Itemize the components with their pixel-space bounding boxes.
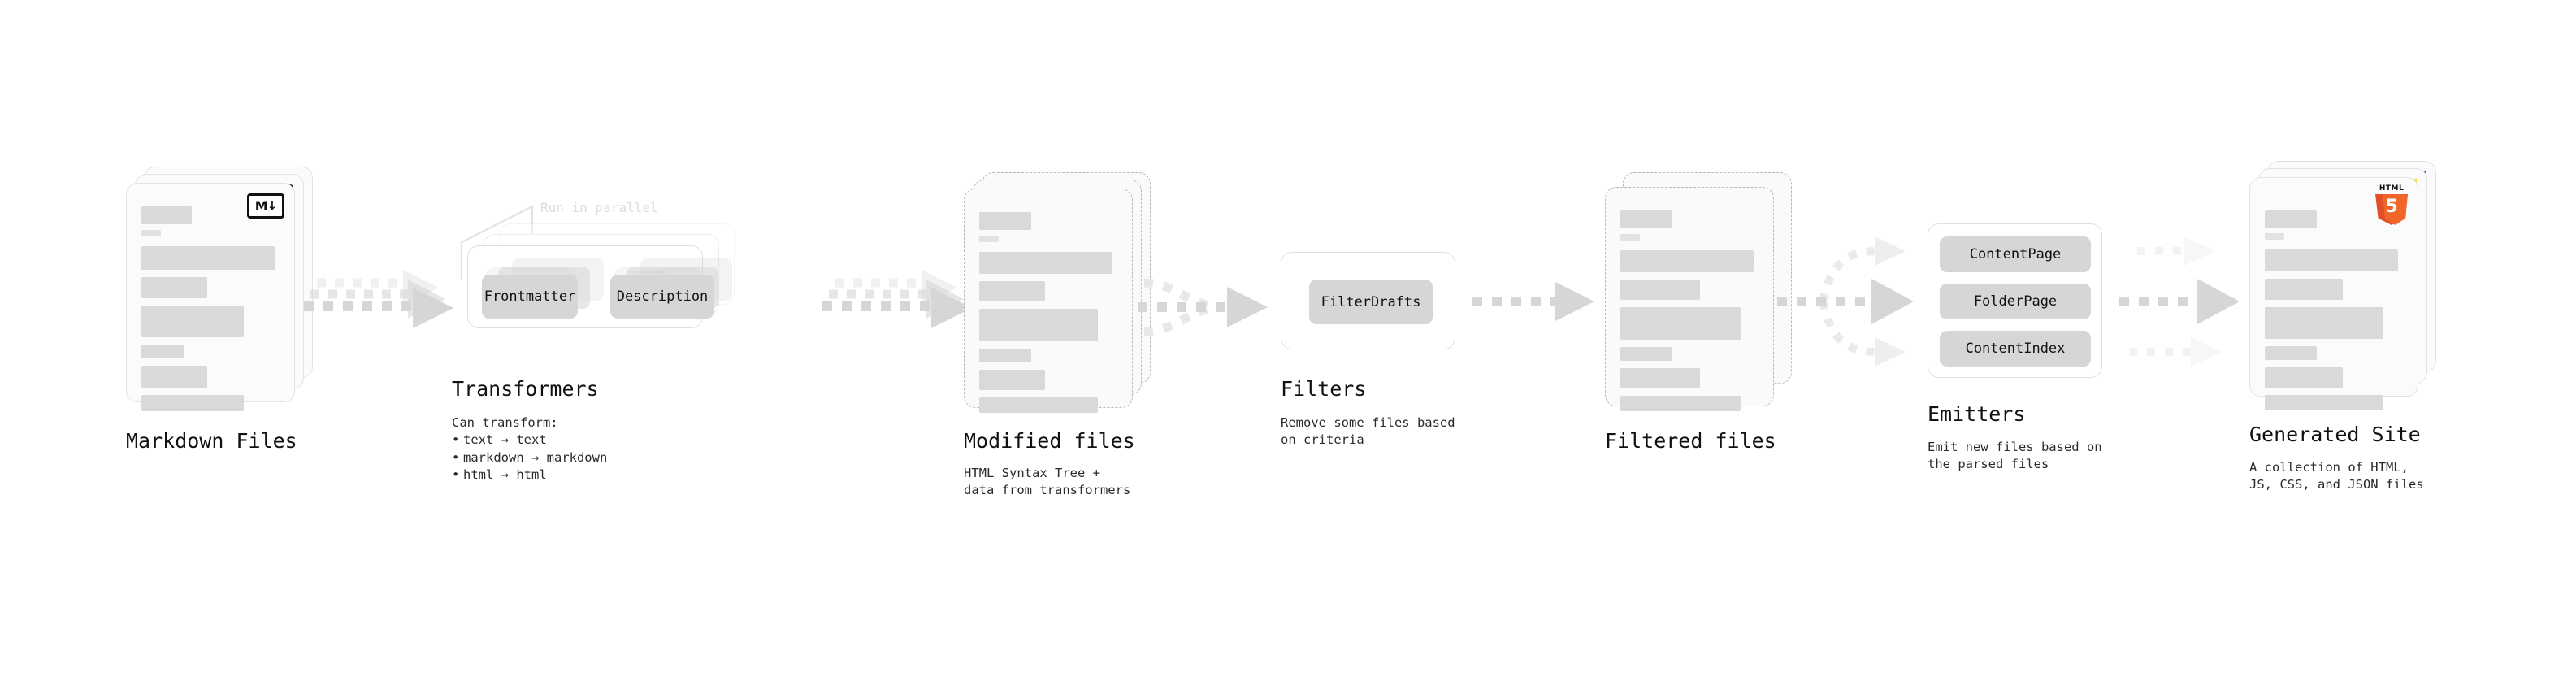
filtered-card-stack [1605,172,1792,416]
markdown-content-lines [141,206,281,411]
markdown-badge-arrow: ↓ [267,198,278,213]
arrow-filtered-to-emitters [1777,236,1914,367]
caption-generated-site: A collection of HTML, JS, CSS, and JSON … [2249,460,2424,492]
emitter-chip-contentpage-label: ContentPage [1969,246,2062,262]
label-emitters: Emitters [1928,402,2026,426]
emitter-chip-folderpage-label: FolderPage [1973,293,2058,310]
emitter-chip-contentpage[interactable]: ContentPage [1940,236,2091,272]
label-generated-site: Generated Site [2249,423,2421,446]
stage-modified-files [964,172,1151,416]
filter-chip-filterdrafts[interactable]: FilterDrafts [1309,280,1433,324]
emitter-chip-folderpage[interactable]: FolderPage [1940,284,2091,319]
caption-filters: Remove some files based on criteria [1281,415,1455,448]
emitter-chip-contentindex[interactable]: ContentIndex [1940,331,2091,367]
emitters-box: ContentPage FolderPage ContentIndex [1928,223,2102,378]
generated-content-lines [2265,210,2405,410]
arrow-markdown-to-transformers [304,270,453,328]
modified-card-front [964,189,1133,413]
stage-generated-site: CSS HTML 5 [2249,161,2436,410]
caption-emitters: Emit new files based on the parsed files [1928,440,2102,472]
html5-icon: HTML 5 [2374,184,2409,225]
emitter-chip-contentindex-label: ContentIndex [1965,340,2066,357]
markdown-icon: M ↓ [247,193,284,219]
generated-card-stack: CSS HTML 5 [2249,161,2436,410]
label-run-in-parallel: Run in parallel [540,200,658,215]
arrow-modified-to-filters [1138,278,1268,336]
caption-transformers-lead: Can transform: [452,415,558,430]
arrow-emitters-to-generated [2119,236,2240,367]
generated-card-html: HTML 5 [2249,177,2418,410]
html5-badge-label: HTML [2379,184,2405,193]
label-filtered-files: Filtered files [1605,429,1776,453]
modified-card-stack [964,172,1151,416]
transformer-chip-frontmatter[interactable]: Frontmatter [482,275,578,319]
label-transformers: Transformers [452,377,599,401]
modified-content-lines [979,212,1119,413]
filters-box: FilterDrafts [1281,252,1455,349]
stage-filtered-files [1605,172,1792,416]
label-modified-files: Modified files [964,429,1135,453]
arrow-transformers-to-modified [822,270,972,328]
caption-transformers-list: text → text markdown → markdown html → h… [452,432,607,484]
filtered-content-lines [1620,210,1760,411]
markdown-badge-letter: M [254,197,268,214]
transformer-chip-frontmatter-label: Frontmatter [484,288,576,305]
caption-transformers-item-1: markdown → markdown [452,449,607,467]
caption-transformers-item-0: text → text [452,432,607,449]
filtered-card-front [1605,187,1774,411]
parallel-bracket [460,205,534,280]
html5-badge-number: 5 [2385,197,2398,217]
arrow-filters-to-filtered [1472,282,1594,321]
filter-chip-filterdrafts-label: FilterDrafts [1321,293,1421,310]
markdown-card-stack: M↓ M↓ M ↓ [126,167,313,411]
markdown-card-front: M ↓ [126,183,295,411]
caption-modified-files: HTML Syntax Tree + data from transformer… [964,466,1131,498]
caption-transformers: Can transform: text → text markdown → ma… [452,414,607,484]
caption-transformers-item-2: html → html [452,466,607,484]
stage-markdown-files: M↓ M↓ M ↓ [126,167,313,411]
label-markdown-files: Markdown Files [126,429,297,453]
transformer-chip-description[interactable]: Description [610,275,714,319]
label-filters: Filters [1281,377,1367,401]
transformer-chip-description-label: Description [616,288,709,305]
